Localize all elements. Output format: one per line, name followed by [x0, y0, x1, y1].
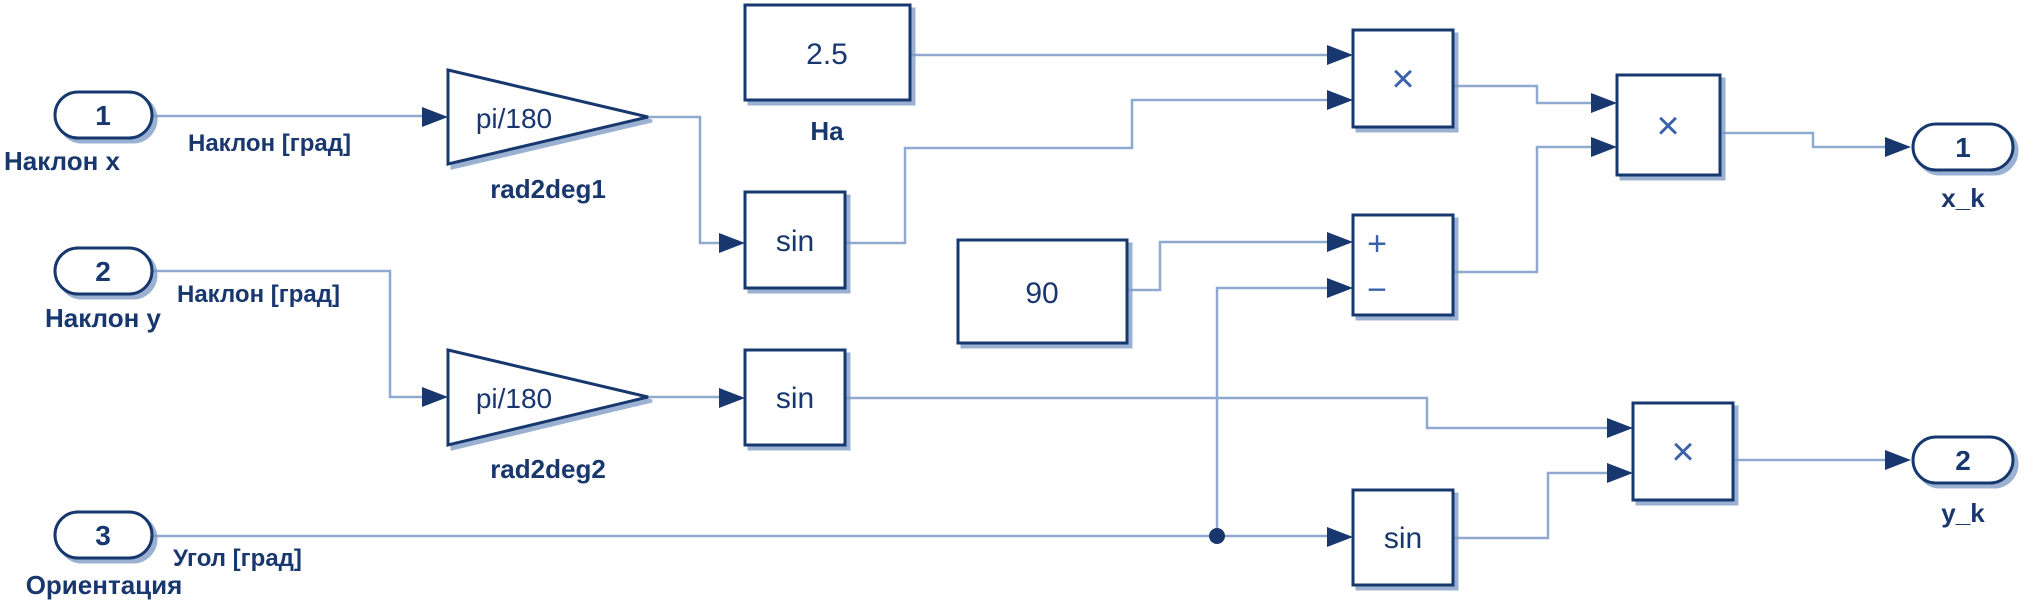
arrowhead	[1327, 527, 1353, 547]
block-product-1[interactable]: ×	[1351, 28, 1455, 129]
product-3-shape	[1631, 401, 1735, 502]
product-3-symbol: ×	[1671, 430, 1694, 474]
product-1-symbol: ×	[1391, 57, 1414, 101]
gain-1-value: pi/180	[476, 103, 552, 134]
outport-2-number: 2	[1955, 445, 1971, 476]
arrowhead	[719, 233, 745, 253]
gain-1-name-label: rad2deg1	[490, 174, 606, 204]
product-2-symbol: ×	[1656, 104, 1679, 148]
sum-minus-sign: −	[1367, 271, 1387, 309]
arrowhead	[422, 107, 448, 127]
inport-3-shape	[53, 510, 154, 560]
outport-1-name-label: x_k	[1941, 183, 1985, 213]
wire-sum-to-product2[interactable]	[1453, 145, 1593, 274]
outport-1-number: 1	[1955, 132, 1971, 163]
product-1-shape	[1351, 28, 1455, 129]
wire-inport2-to-gain2[interactable]	[152, 269, 424, 399]
gain-1-shape	[446, 68, 649, 166]
block-constant-90[interactable]: 90	[956, 238, 1129, 345]
sum-shape	[1351, 213, 1455, 317]
product-2-shape	[1615, 73, 1722, 177]
inport-1-name-label: Наклон x	[4, 146, 121, 176]
constant-ha-shape	[743, 3, 912, 102]
wire-sin2-to-product3[interactable]	[845, 396, 1609, 430]
branch-point	[1209, 528, 1225, 544]
block-outport-1[interactable]: 1	[1911, 122, 2015, 172]
sin-2-shape	[743, 348, 847, 447]
block-constant-ha[interactable]: 2.5	[743, 3, 912, 102]
arrowhead	[1327, 232, 1353, 252]
arrowhead	[719, 388, 745, 408]
sin-3-shape	[1351, 488, 1455, 587]
arrowhead	[1327, 278, 1353, 298]
outport-2-name-label: y_k	[1941, 498, 1985, 528]
inport-2-shape	[53, 246, 154, 296]
wire-sin1-to-product1[interactable]	[845, 98, 1329, 245]
block-gain-rad2deg1[interactable]: pi/180	[446, 68, 649, 166]
block-sin-1[interactable]: sin	[743, 190, 847, 290]
arrowhead	[1327, 45, 1353, 65]
gain-2-shape	[446, 348, 649, 447]
signal-label-1: Наклон [град]	[188, 130, 351, 157]
wire-product2-to-outport1[interactable]	[1720, 131, 1886, 149]
arrowhead	[1885, 450, 1911, 470]
wire-product1-to-product2[interactable]	[1453, 84, 1593, 105]
gain-2-name-label: rad2deg2	[490, 454, 606, 484]
signal-label-3: Угол [град]	[173, 545, 302, 572]
block-inport-3[interactable]: 3	[53, 510, 154, 560]
block-inport-2[interactable]: 2	[53, 246, 154, 296]
signal-label-2: Наклон [град]	[177, 281, 340, 308]
arrowhead	[1591, 93, 1617, 113]
block-sin-3[interactable]: sin	[1351, 488, 1455, 587]
wire-gain1-to-sin1[interactable]	[648, 115, 720, 245]
wire-sin3-to-product3[interactable]	[1453, 471, 1609, 540]
gain-2-value: pi/180	[476, 383, 552, 414]
constant-90-shape	[956, 238, 1129, 345]
block-sum[interactable]: + −	[1351, 213, 1455, 317]
sum-plus-sign: +	[1367, 225, 1387, 263]
constant-ha-value: 2.5	[806, 38, 848, 71]
arrowhead	[422, 387, 448, 407]
block-product-2[interactable]: ×	[1615, 73, 1722, 177]
sin-3-value: sin	[1384, 522, 1422, 555]
sin-1-value: sin	[776, 225, 814, 258]
constant-ha-name-label: Ha	[810, 116, 844, 146]
arrowhead	[1607, 418, 1633, 438]
arrowhead	[1327, 90, 1353, 110]
inport-3-name-label: Ориентация	[26, 570, 183, 600]
sin-2-value: sin	[776, 382, 814, 415]
wire-branch-to-sum-minus[interactable]	[1215, 286, 1329, 536]
inport-3-number: 3	[95, 520, 111, 551]
inport-1-shape	[53, 90, 154, 140]
signal-wires	[152, 45, 1911, 547]
block-inport-1[interactable]: 1	[53, 90, 154, 140]
constant-90-value: 90	[1025, 277, 1058, 310]
block-gain-rad2deg2[interactable]: pi/180	[446, 348, 649, 447]
inport-2-name-label: Наклон y	[45, 303, 162, 333]
inport-2-number: 2	[95, 256, 111, 287]
block-sin-2[interactable]: sin	[743, 348, 847, 447]
block-outport-2[interactable]: 2	[1911, 435, 2015, 485]
block-product-3[interactable]: ×	[1631, 401, 1735, 502]
inport-1-number: 1	[95, 100, 111, 131]
arrowhead	[1885, 137, 1911, 157]
outport-1-shape	[1911, 122, 2015, 172]
arrowhead	[1591, 137, 1617, 157]
outport-2-shape	[1911, 435, 2015, 485]
wire-constant-90-to-sum[interactable]	[1127, 240, 1329, 292]
sin-1-shape	[743, 190, 847, 290]
arrowhead	[1607, 463, 1633, 483]
